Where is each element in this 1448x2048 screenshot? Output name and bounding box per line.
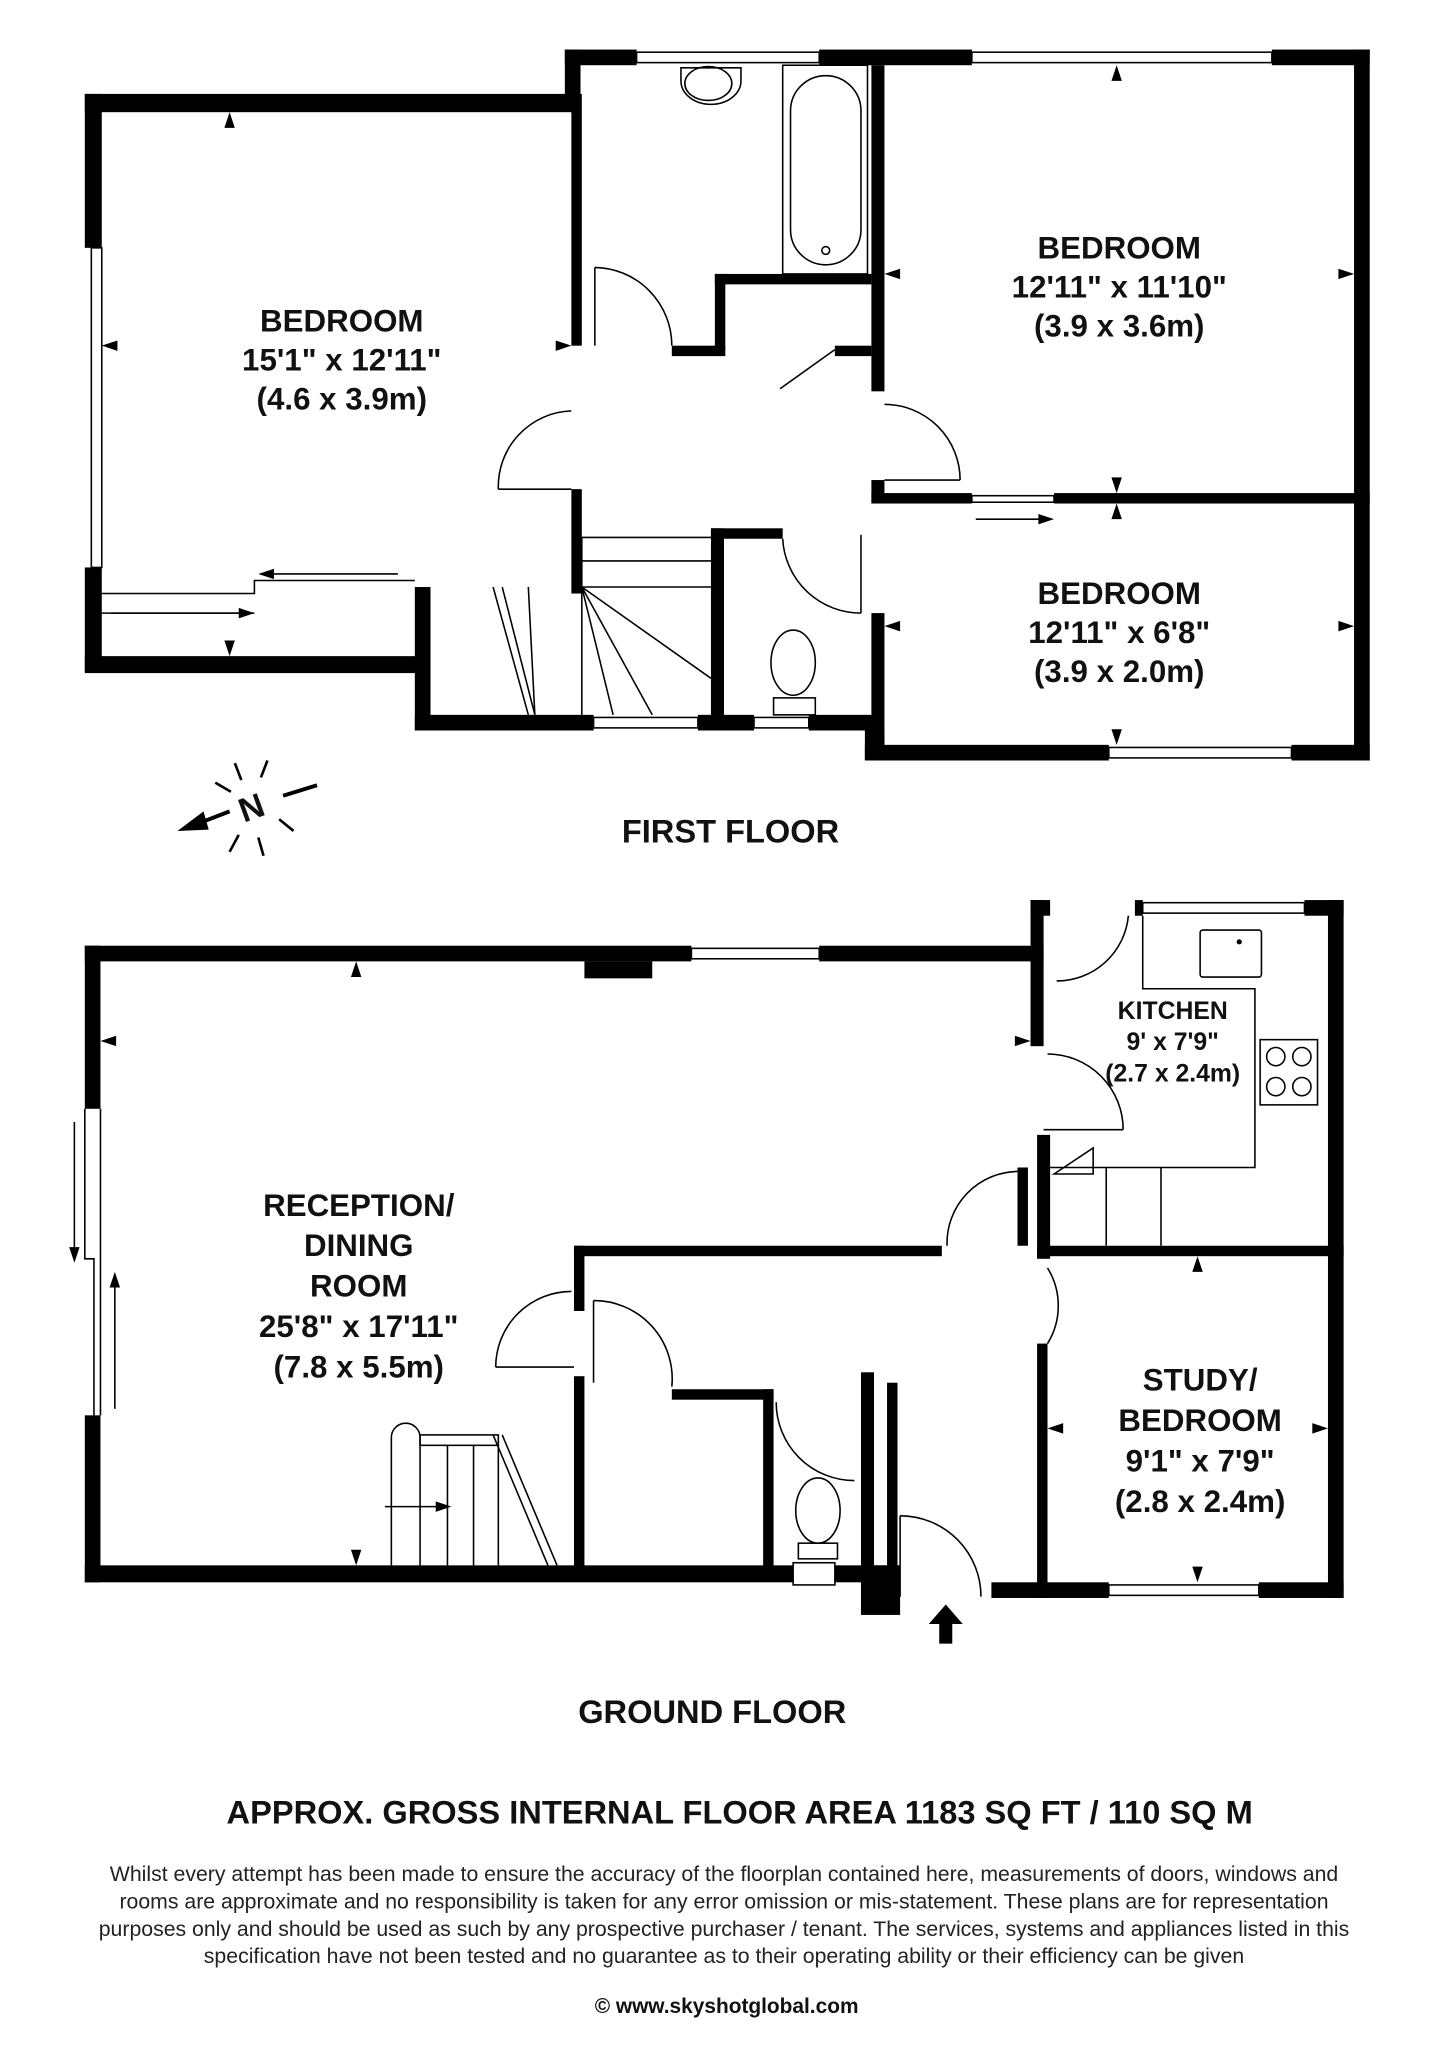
room-name: KITCHEN <box>1118 998 1228 1025</box>
toilet-icon <box>794 1477 841 1544</box>
disclaimer-line-4: specification have not been tested and n… <box>204 1944 1244 1968</box>
staircase <box>384 1422 558 1566</box>
ground-floor-title: GROUND FLOOR <box>578 1693 846 1730</box>
room-size-metric: (2.7 x 2.4m) <box>1105 1060 1240 1087</box>
room-name: BEDROOM <box>1038 230 1201 265</box>
bathtub-icon <box>789 74 862 266</box>
walls <box>84 900 1344 1615</box>
dimension-markers <box>101 65 1355 745</box>
room-name-line-2: DINING <box>304 1228 414 1263</box>
room-name-line-1: RECEPTION/ <box>263 1188 455 1223</box>
sink-icon <box>680 67 742 106</box>
footer: APPROX. GROSS INTERNAL FLOOR AREA 1183 S… <box>99 1794 1350 2018</box>
room-first-bedroom-2: BEDROOM 12'11" x 11'10" (3.9 x 3.6m) <box>1012 230 1227 343</box>
disclaimer-line-1: Whilst every attempt has been made to en… <box>110 1862 1338 1886</box>
hob-icon <box>1259 1038 1319 1106</box>
first-floor-title: FIRST FLOOR <box>622 813 839 850</box>
floor-area-summary: APPROX. GROSS INTERNAL FLOOR AREA 1183 S… <box>227 1794 1253 1831</box>
room-size-metric: (7.8 x 5.5m) <box>274 1350 444 1385</box>
windows <box>90 51 1293 759</box>
dimension-markers <box>100 961 1328 1583</box>
staircase <box>492 536 712 716</box>
room-size-imperial: 9'1" x 7'9" <box>1126 1443 1275 1478</box>
room-reception-dining: RECEPTION/ DINING ROOM 25'8" x 17'11" (7… <box>259 1188 458 1385</box>
room-study-bedroom: STUDY/ BEDROOM 9'1" x 7'9" (2.8 x 2.4m) <box>1115 1363 1285 1519</box>
room-name-line-1: STUDY/ <box>1143 1363 1258 1398</box>
room-size-imperial: 9' x 7'9" <box>1127 1029 1219 1056</box>
room-kitchen: KITCHEN 9' x 7'9" (2.7 x 2.4m) <box>1105 998 1240 1088</box>
room-name-line-2: BEDROOM <box>1118 1403 1281 1438</box>
disclaimer-line-2: rooms are approximate and no responsibil… <box>119 1889 1328 1913</box>
compass-label: N <box>234 786 270 830</box>
kitchen-sink-icon <box>1199 929 1263 978</box>
room-name: BEDROOM <box>260 303 423 338</box>
doors <box>494 915 1130 1597</box>
walls <box>84 49 1370 761</box>
room-name-line-3: ROOM <box>310 1269 407 1304</box>
room-size-imperial: 12'11" x 6'8" <box>1028 615 1210 650</box>
room-first-bedroom-1: BEDROOM 15'1" x 12'11" (4.6 x 3.9m) <box>242 303 441 416</box>
entrance-arrow-icon <box>928 1604 963 1644</box>
copyright: © www.skyshotglobal.com <box>595 1995 859 2018</box>
first-floor-plan: BEDROOM 15'1" x 12'11" (4.6 x 3.9m) BEDR… <box>84 49 1370 857</box>
room-size-metric: (3.9 x 3.6m) <box>1034 309 1204 344</box>
room-size-imperial: 15'1" x 12'11" <box>242 342 441 377</box>
north-arrow-icon: N <box>177 760 318 857</box>
windows <box>69 901 1306 1597</box>
disclaimer-line-3: purposes only and should be used as such… <box>99 1917 1350 1941</box>
fixtures <box>492 64 869 716</box>
room-size-metric: (2.8 x 2.4m) <box>1115 1484 1285 1519</box>
room-size-metric: (3.9 x 2.0m) <box>1034 654 1204 689</box>
room-size-imperial: 25'8" x 17'11" <box>259 1309 458 1344</box>
ground-floor-plan: RECEPTION/ DINING ROOM 25'8" x 17'11" (7… <box>69 900 1344 1730</box>
toilet-icon <box>770 629 817 697</box>
fixtures <box>384 915 1319 1644</box>
room-first-bedroom-3: BEDROOM 12'11" x 6'8" (3.9 x 2.0m) <box>1028 576 1210 689</box>
room-size-metric: (4.6 x 3.9m) <box>257 382 427 417</box>
doors <box>110 266 1055 619</box>
room-size-imperial: 12'11" x 11'10" <box>1012 269 1227 304</box>
room-name: BEDROOM <box>1038 576 1201 611</box>
